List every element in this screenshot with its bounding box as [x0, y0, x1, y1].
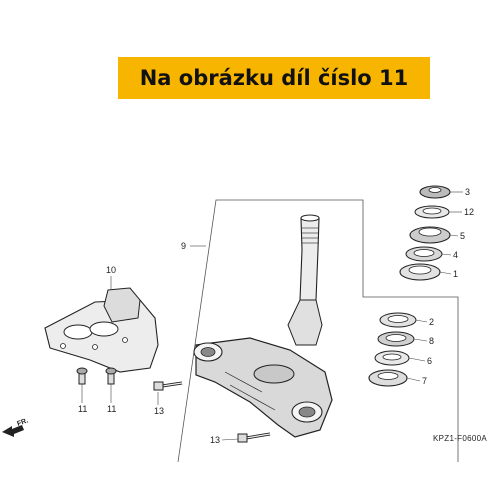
callout-10: 10: [106, 265, 116, 275]
callout-6: 6: [427, 356, 432, 366]
callout-9: 9: [181, 241, 186, 251]
callout-3: 3: [465, 187, 470, 197]
callout-13-upper: 13: [154, 406, 164, 416]
part-number-banner: Na obrázku díl číslo 11: [139, 66, 409, 90]
lower-race-top: [379, 312, 417, 328]
bolt-13-lower: [237, 432, 271, 443]
callout-11-right: 11: [107, 404, 116, 414]
callout-8: 8: [429, 336, 434, 346]
callout-4: 4: [453, 250, 458, 260]
front-arrow-icon: FR.: [2, 417, 29, 437]
bolt-13-upper: [153, 381, 183, 391]
callout-2: 2: [429, 317, 434, 327]
upper-race: [399, 263, 441, 281]
callout-13-lower: 13: [210, 435, 220, 445]
top-nut: [419, 185, 451, 199]
lower-bearing: [377, 331, 415, 347]
callout-5: 5: [460, 231, 465, 241]
lock-washer: [414, 205, 450, 219]
callout-12: 12: [464, 207, 474, 217]
diagram-code: KPZ1-F0600A: [433, 434, 487, 443]
leader-lines: [81, 191, 463, 441]
bottom-bridge: [193, 337, 333, 438]
assembly-frame: [177, 199, 459, 463]
callout-11-left: 11: [78, 404, 87, 414]
screw-11-left: [76, 367, 88, 385]
dust-seal: [374, 350, 410, 366]
callout-1: 1: [453, 269, 458, 279]
upper-bearing: [405, 246, 443, 262]
front-label: FR.: [16, 417, 29, 427]
adjusting-nut: [409, 226, 451, 244]
screw-11-right: [105, 367, 117, 385]
lower-race-bottom: [368, 369, 408, 387]
steering-stem: [287, 214, 323, 346]
banner-background: [118, 57, 430, 99]
callout-7: 7: [422, 376, 427, 386]
stem-cover: [44, 287, 159, 373]
